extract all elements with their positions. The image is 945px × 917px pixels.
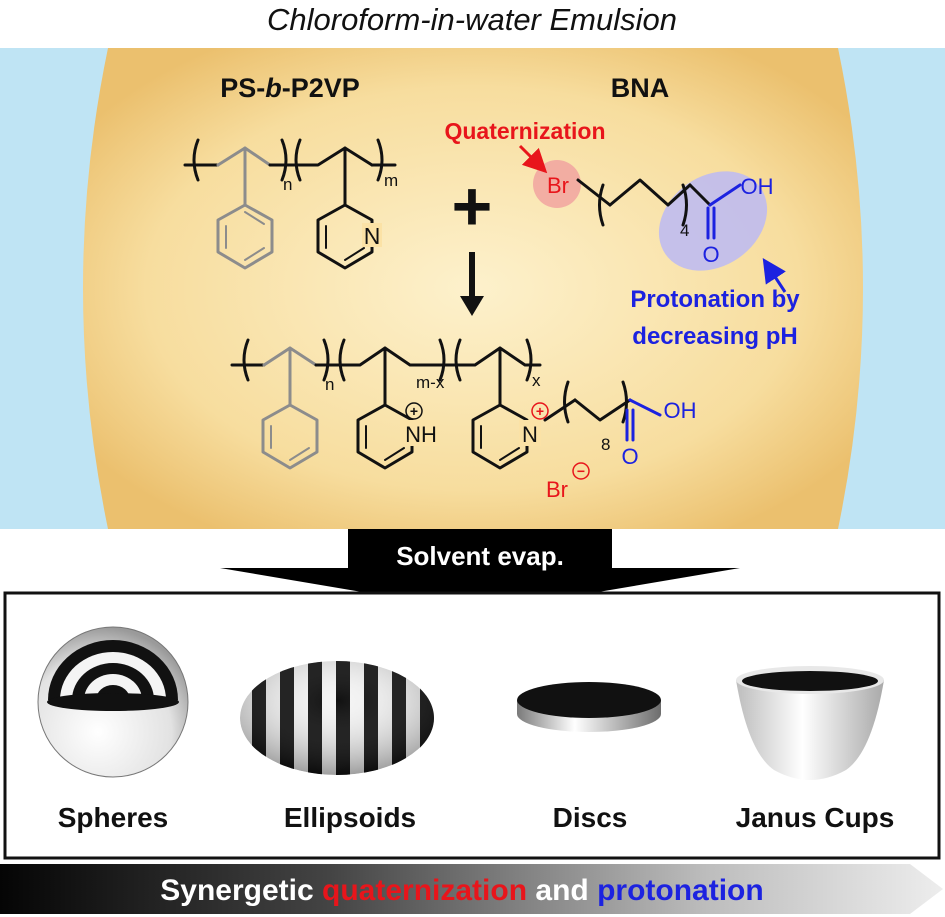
reaction-arrow xyxy=(460,252,484,316)
janus-cup-particle xyxy=(736,666,884,780)
label-spheres: Spheres xyxy=(58,802,169,833)
n-plus-circle xyxy=(531,402,549,420)
protonation-arrow xyxy=(762,257,787,293)
product-structure xyxy=(230,338,662,470)
subscript-8: 8 xyxy=(601,435,610,454)
subscript-n-2: n xyxy=(325,375,334,394)
diagram-title: Chloroform-in-water Emulsion xyxy=(267,2,677,37)
bna-oh: OH xyxy=(741,174,774,199)
bottom-gradient-bar xyxy=(0,864,943,914)
ellipsoid-particle xyxy=(240,661,434,775)
nh-atom: NH xyxy=(405,422,437,447)
ps-p2vp-structure xyxy=(183,138,397,270)
protonation-label-line1: Protonation by xyxy=(630,286,800,313)
subscript-m-x: m-x xyxy=(416,373,445,392)
disc-particle xyxy=(517,682,661,732)
subscript-n-1: n xyxy=(283,175,292,194)
bna-label: BNA xyxy=(611,73,670,103)
protonation-label-line2: decreasing pH xyxy=(632,323,797,350)
nh-bg xyxy=(400,420,440,446)
bromide-minus-circle xyxy=(572,462,590,480)
bottom-bar-text: Synergetic quaternization and protonatio… xyxy=(160,874,763,907)
product-o: O xyxy=(621,444,638,469)
nh-plus-circle xyxy=(405,402,423,420)
quaternization-label: Quaternization xyxy=(444,118,605,144)
label-janus-cups: Janus Cups xyxy=(736,802,895,833)
nh-plus-sign: + xyxy=(410,403,418,419)
quaternization-arrow xyxy=(518,144,548,174)
subscript-m-1: m xyxy=(384,171,398,190)
solvent-evap-arrow xyxy=(220,529,740,612)
pyridine-n-bg xyxy=(362,223,382,247)
n-plus-atom: N xyxy=(522,422,538,447)
pyridine-n-atom: N xyxy=(364,223,381,249)
subscript-4: 4 xyxy=(680,221,689,240)
bromide-minus-sign: − xyxy=(577,463,585,479)
bromide-ion: Br xyxy=(546,477,568,502)
bna-o: O xyxy=(702,242,719,267)
bna-chain xyxy=(576,178,742,240)
label-discs: Discs xyxy=(553,802,628,833)
product-oh: OH xyxy=(664,398,697,423)
br-atom: Br xyxy=(547,173,569,198)
label-ellipsoids: Ellipsoids xyxy=(284,802,416,833)
plus-sign: + xyxy=(452,167,493,245)
subscript-x: x xyxy=(532,371,541,390)
solvent-evap-label: Solvent evap. xyxy=(396,541,564,571)
n-plus-bg xyxy=(519,420,541,446)
sphere-particle xyxy=(37,626,189,778)
polymer-label: PS-b-P2VP xyxy=(220,73,360,103)
n-plus-sign: + xyxy=(536,403,544,419)
